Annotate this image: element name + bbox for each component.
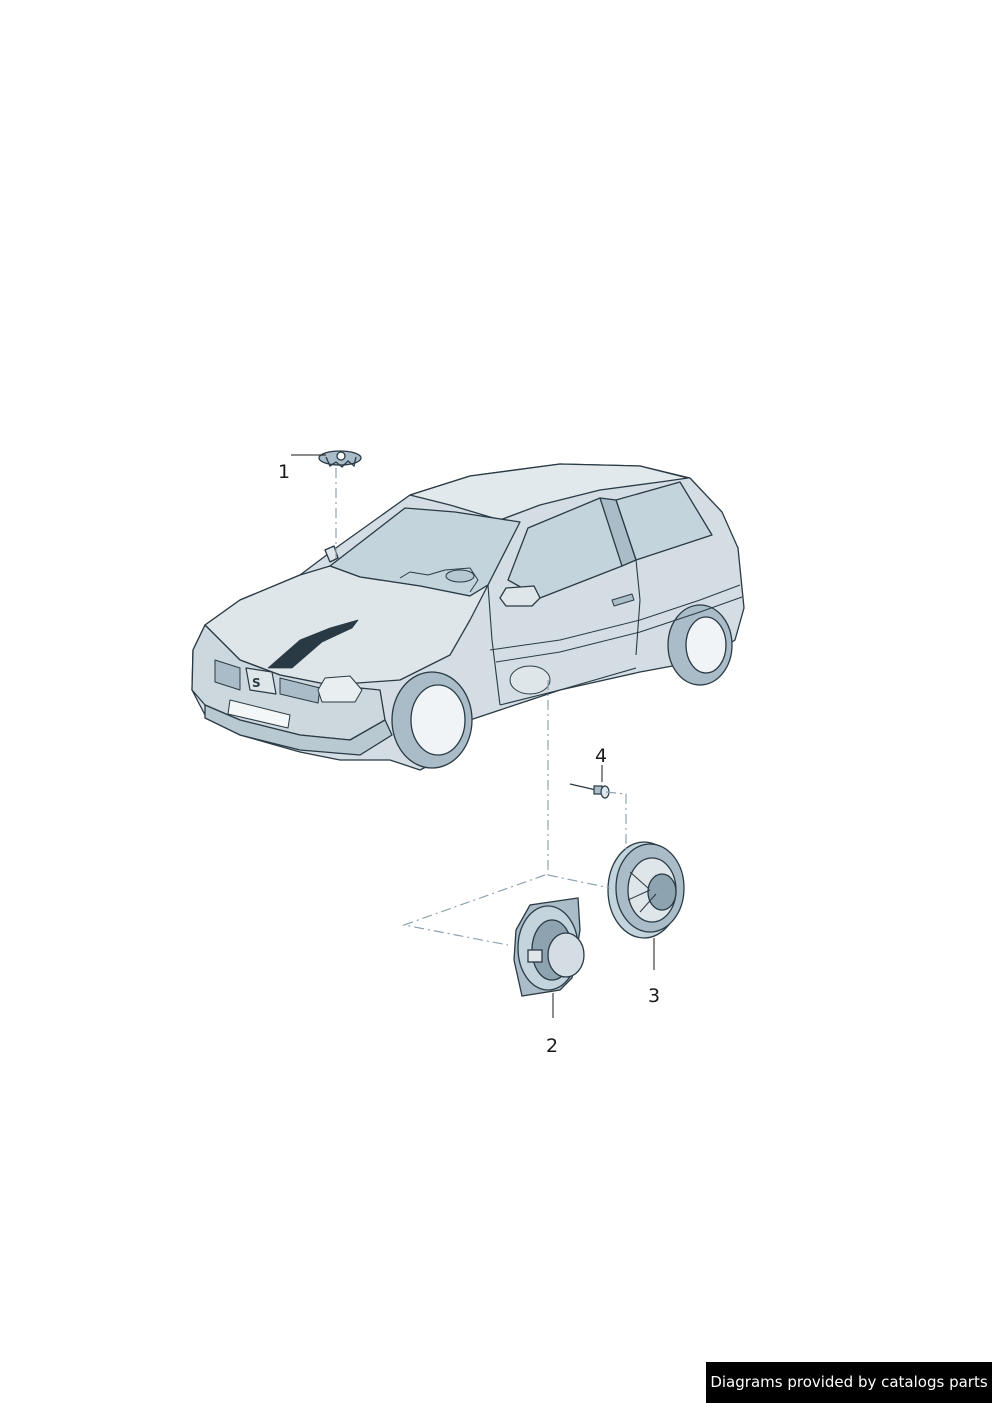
- footer-credit-badge: Diagrams provided by catalogs parts: [706, 1362, 992, 1403]
- svg-text:S: S: [252, 676, 261, 690]
- callout-2: 2: [546, 1035, 558, 1057]
- assembly-dashed-lines: [335, 468, 627, 946]
- leader-lines: [291, 454, 655, 1018]
- callout-4: 4: [595, 745, 607, 767]
- part-4-rivet: [569, 783, 610, 799]
- part-3-door-speaker: [607, 841, 685, 939]
- part-1-antenna-base: [318, 450, 362, 468]
- car-illustration: S: [191, 463, 745, 771]
- callout-1: 1: [278, 461, 290, 483]
- callout-3: 3: [648, 985, 660, 1007]
- part-2-door-speaker: [513, 897, 585, 997]
